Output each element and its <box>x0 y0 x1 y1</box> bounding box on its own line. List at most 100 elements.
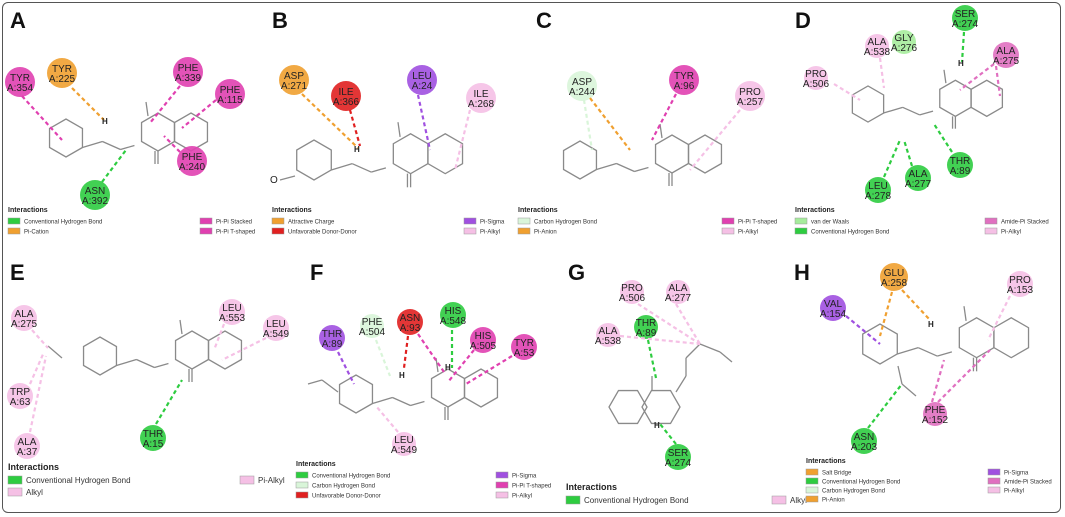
legend-item: Attractive Charge <box>271 217 335 226</box>
interaction-line <box>71 87 105 121</box>
residue-number: A:275 <box>993 56 1020 67</box>
legend-item: Carbon Hydrogen Bond <box>805 486 885 495</box>
ring-bond <box>82 336 118 376</box>
residue-circle <box>511 334 537 360</box>
residue-name: ALA <box>669 283 688 294</box>
legend-swatch <box>984 217 998 225</box>
legend-item: Conventional Hydrogen Bond <box>565 495 689 505</box>
interaction-line <box>221 337 267 361</box>
legend-item: Salt Bridge <box>805 468 852 477</box>
residue-number: A:244 <box>569 87 596 98</box>
interaction-line <box>882 139 902 178</box>
legend-label: Pi-Alkyl <box>480 230 500 236</box>
legend-item: Pi-Pi Stacked <box>199 217 252 226</box>
legend-label: Pi-Pi T-shaped <box>512 484 551 490</box>
residue-number: A:15 <box>143 439 164 450</box>
ring-bond <box>641 389 681 425</box>
legend-item: Pi-Sigma <box>463 217 505 226</box>
residue-number: A:505 <box>470 341 497 352</box>
legend-label: Amide-Pi Stacked <box>1001 220 1049 226</box>
residue-name: LEU <box>394 435 413 446</box>
residue-circle <box>952 5 978 31</box>
residue-name: ALA <box>599 326 618 337</box>
residue-circle <box>880 263 908 291</box>
interaction-line <box>417 333 445 373</box>
residue-name: ILE <box>338 87 353 98</box>
legend-swatch <box>295 491 309 499</box>
residue-circle <box>440 302 466 328</box>
panel-g: GPROA:506ALAA:277ALAA:538THRA:89SERA:274… <box>565 260 807 505</box>
residue-number: A:63 <box>10 397 31 408</box>
ring-bond <box>48 118 84 158</box>
legend-label: Pi-Anion <box>534 230 557 236</box>
legend-item: Carbon Hydrogen Bond <box>517 217 597 226</box>
residue-circle <box>80 180 110 210</box>
residue-name: ALA <box>868 37 887 48</box>
residue-number: A:24 <box>412 81 433 92</box>
panel-e: EALAA:275LEUA:553LEUA:549TRPA:63ALAA:37T… <box>7 260 290 497</box>
legend-label: Pi-Sigma <box>480 220 505 226</box>
legend-item: Pi-Alkyl <box>721 227 758 236</box>
interaction-line <box>374 339 392 377</box>
legend-swatch <box>987 468 1001 476</box>
residue-name: HIS <box>475 331 492 342</box>
legend-item: Pi-Cation <box>7 227 49 236</box>
interaction-line <box>155 379 183 425</box>
legend-item: Conventional Hydrogen Bond <box>805 477 900 486</box>
residue-number: A:548 <box>440 316 467 327</box>
residue-name: PHE <box>925 405 946 416</box>
interaction-line <box>181 99 217 129</box>
legend-swatch <box>805 486 819 494</box>
ring-bond <box>338 374 374 414</box>
residue-name: TYR <box>674 71 694 82</box>
panel-letter: E <box>10 260 25 285</box>
residue-name: TYR <box>52 64 72 75</box>
ring-bond <box>173 112 209 152</box>
interaction-line <box>675 303 701 345</box>
legend-label: Carbon Hydrogen Bond <box>312 484 375 490</box>
legend-item: Pi-Alkyl <box>495 491 532 500</box>
interaction-line <box>994 65 1002 97</box>
interactions-title: Interactions <box>806 458 846 465</box>
interaction-line <box>301 93 359 149</box>
residue-name: TRP <box>10 387 30 398</box>
ring-bond <box>970 79 1004 118</box>
legend-swatch <box>199 217 213 225</box>
legend-item: Pi-Sigma <box>987 468 1029 477</box>
legend-label: Conventional Hydrogen Bond <box>312 474 390 480</box>
legend-swatch <box>7 217 21 225</box>
residue-circle <box>466 83 496 113</box>
residue-circle <box>665 444 691 470</box>
legend-label: Pi-Sigma <box>1004 471 1029 477</box>
interaction-line <box>619 334 701 346</box>
interaction-line <box>960 31 966 63</box>
interaction-line <box>453 109 472 171</box>
residue-number: A:538 <box>595 336 622 347</box>
legend-label: Salt Bridge <box>822 471 852 477</box>
residue-number: A:274 <box>665 458 692 469</box>
residue-circle <box>1007 271 1033 297</box>
residue-circle <box>392 432 416 456</box>
ring-bond <box>562 140 598 180</box>
residue-name: SER <box>955 9 976 20</box>
interaction-line <box>212 323 226 351</box>
residue-name: ASN <box>400 313 421 324</box>
interaction-line <box>867 383 903 429</box>
residue-number: A:538 <box>864 47 891 58</box>
legend-label: Pi-Alkyl <box>1004 489 1024 495</box>
interactions-title: Interactions <box>8 207 48 214</box>
residue-circle <box>14 433 40 459</box>
hydrogen-label: H <box>354 145 360 154</box>
interaction-line <box>987 295 1011 341</box>
